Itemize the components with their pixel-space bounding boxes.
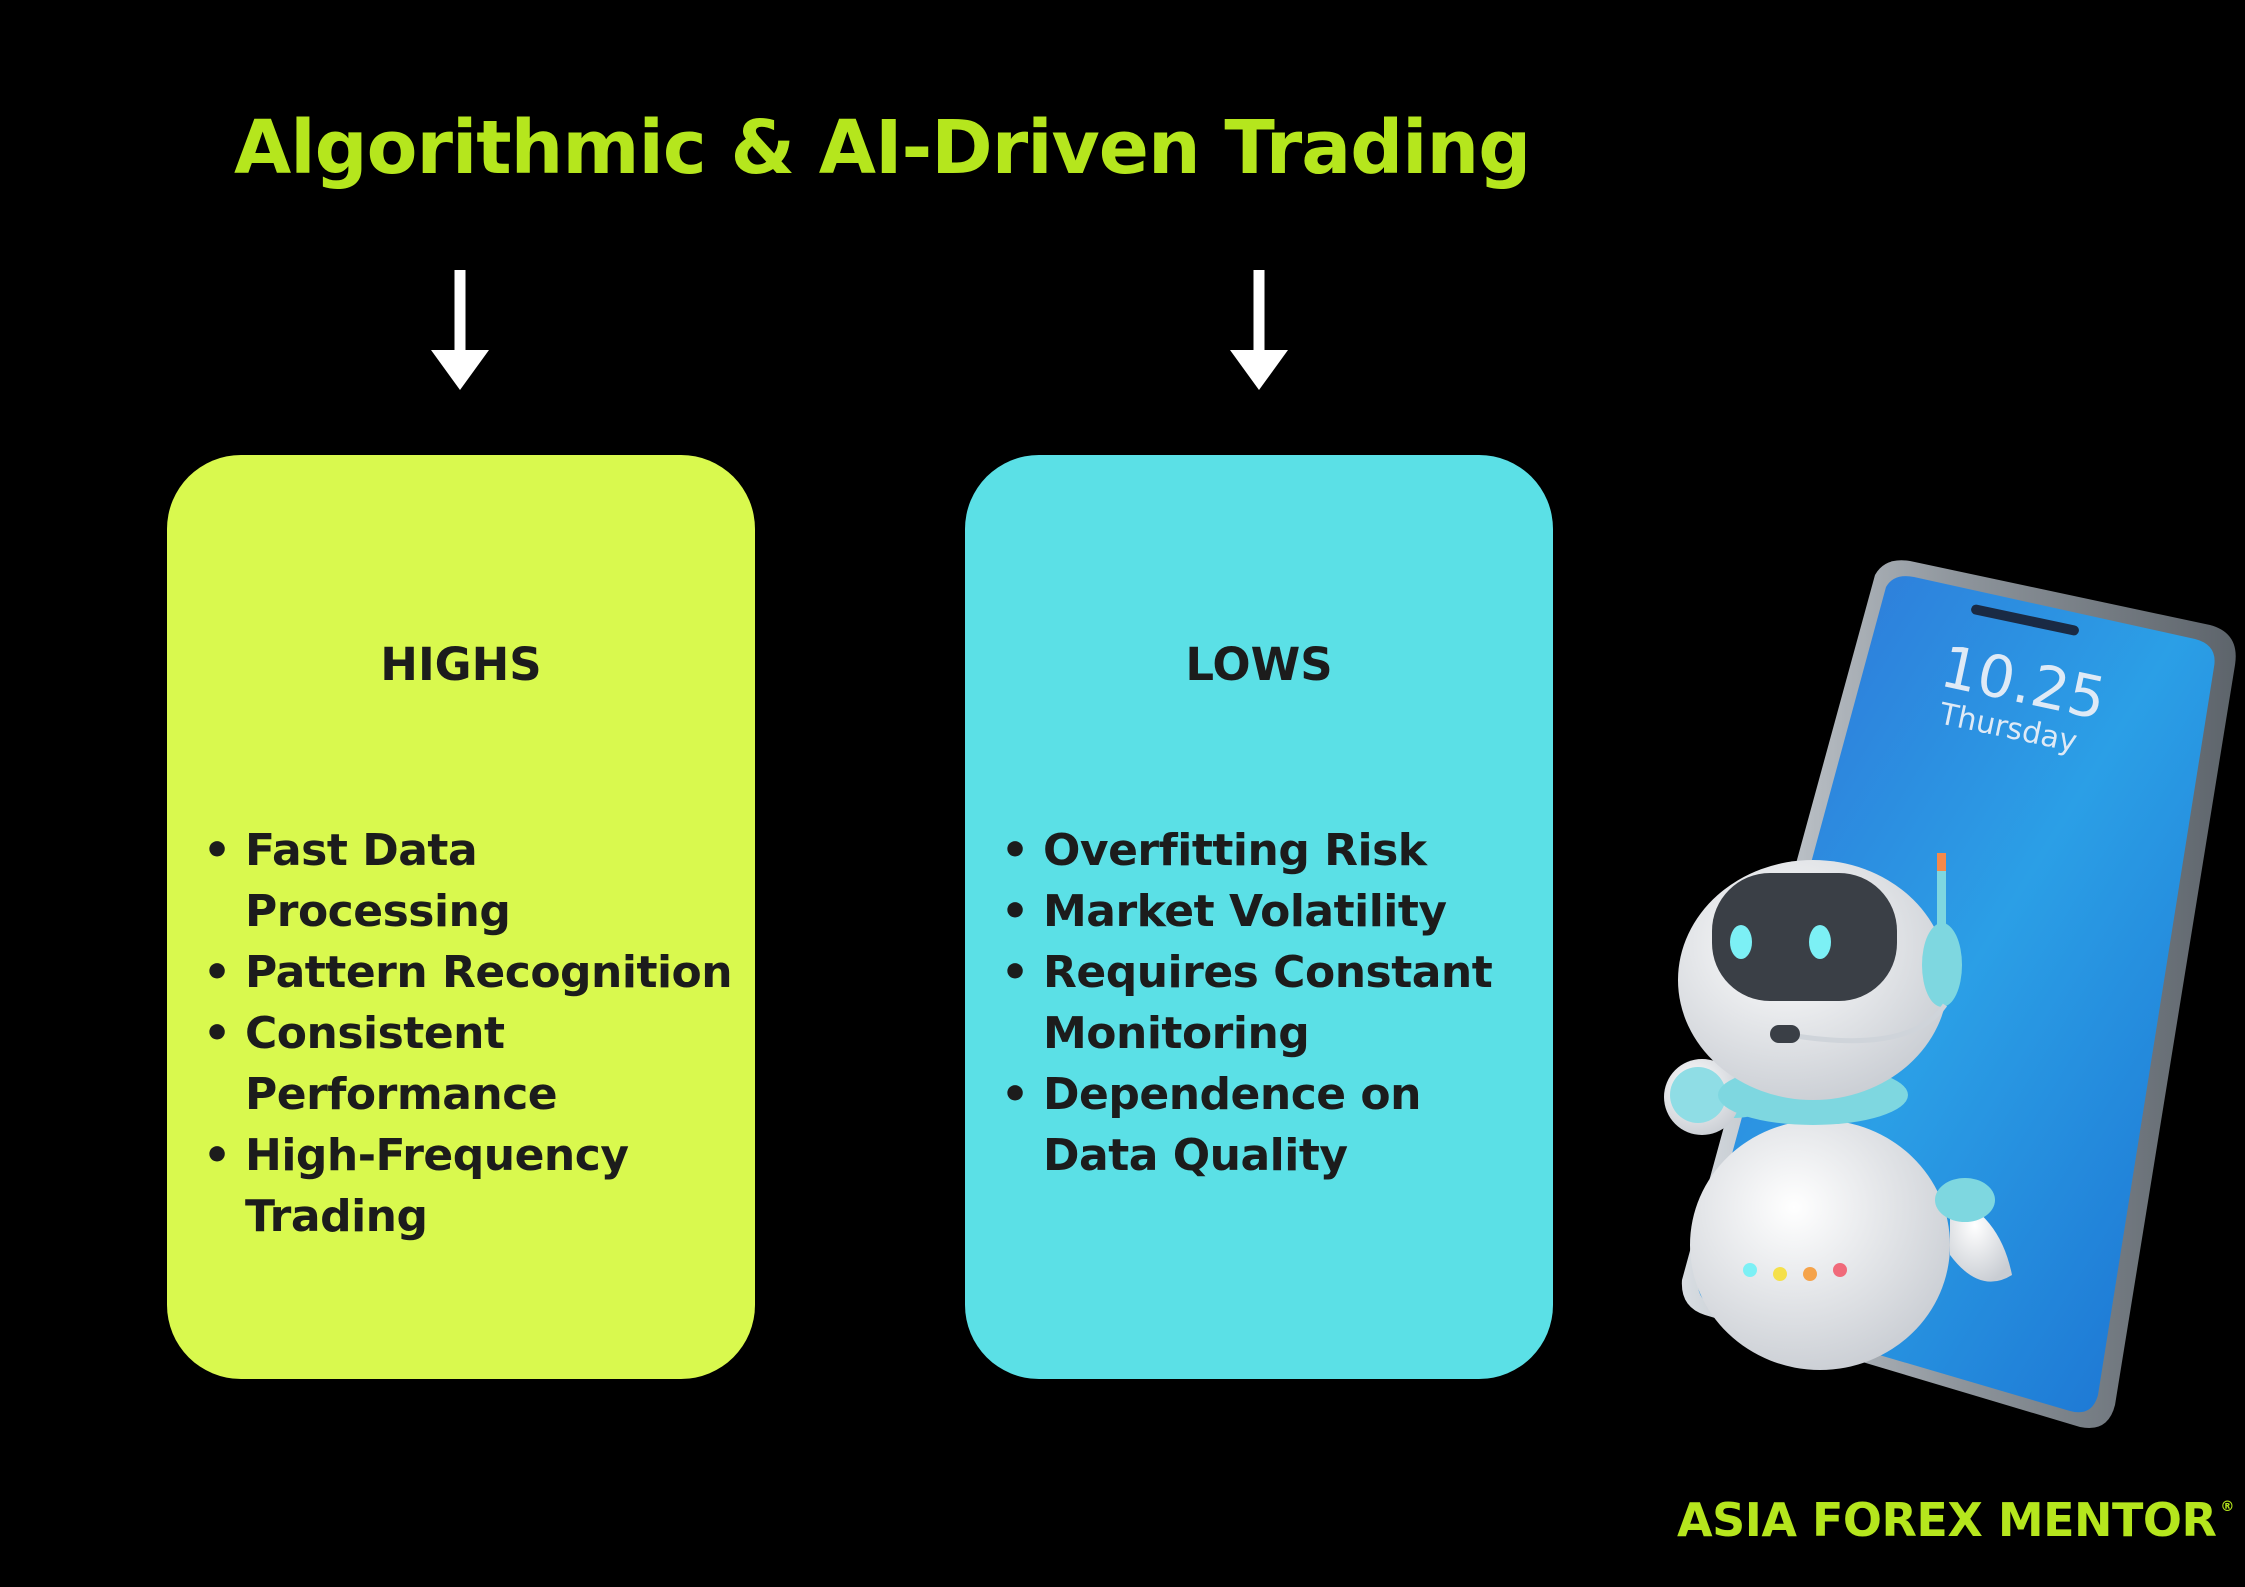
lows-card: LOWS Overfitting Risk Market Volatility … <box>965 455 1553 1379</box>
brand-name: ASIA FOREX MENTOR <box>1677 1493 2217 1547</box>
list-item: Market Volatility <box>1001 881 1533 942</box>
lows-heading: LOWS <box>1185 638 1333 691</box>
highs-list: Fast Data Processing Pattern Recognition… <box>203 820 735 1247</box>
lows-list: Overfitting Risk Market Volatility Requi… <box>1001 820 1533 1186</box>
registered-mark: ® <box>2220 1499 2234 1515</box>
arrow-down-icon <box>431 270 489 390</box>
highs-heading: HIGHS <box>380 638 542 691</box>
robot-icon <box>1664 853 2012 1370</box>
page-title: Algorithmic & AI-Driven Trading <box>234 105 1531 191</box>
arrow-down-icon <box>1230 270 1288 390</box>
list-item: Fast Data Processing <box>203 820 735 942</box>
list-item: Overfitting Risk <box>1001 820 1533 881</box>
brand-logo: ASIA FOREX MENTOR® <box>1677 1493 2234 1547</box>
list-item: High-Frequency Trading <box>203 1125 735 1247</box>
list-item: Pattern Recognition <box>203 942 735 1003</box>
list-item: Dependence on Data Quality <box>1001 1064 1533 1186</box>
list-item: Consistent Performance <box>203 1003 735 1125</box>
highs-card: HIGHS Fast Data Processing Pattern Recog… <box>167 455 755 1379</box>
list-item: Requires Constant Monitoring <box>1001 942 1533 1064</box>
robot-phone-illustration: 10.25 Thursday <box>1664 560 2236 1429</box>
